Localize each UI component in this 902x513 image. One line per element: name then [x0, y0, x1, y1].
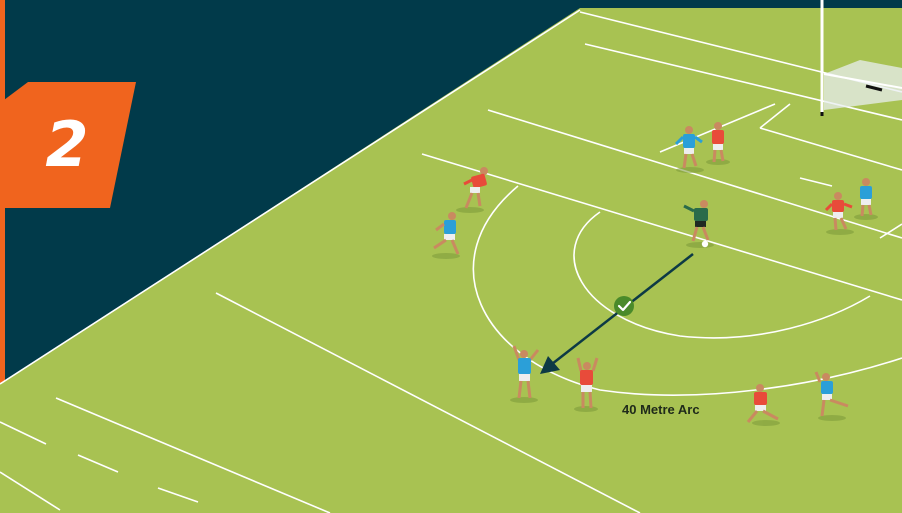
arc-label: 40 Metre Arc [622, 402, 700, 417]
ball [702, 241, 708, 247]
step-number: 2 [22, 100, 112, 190]
check-icon [614, 296, 634, 316]
